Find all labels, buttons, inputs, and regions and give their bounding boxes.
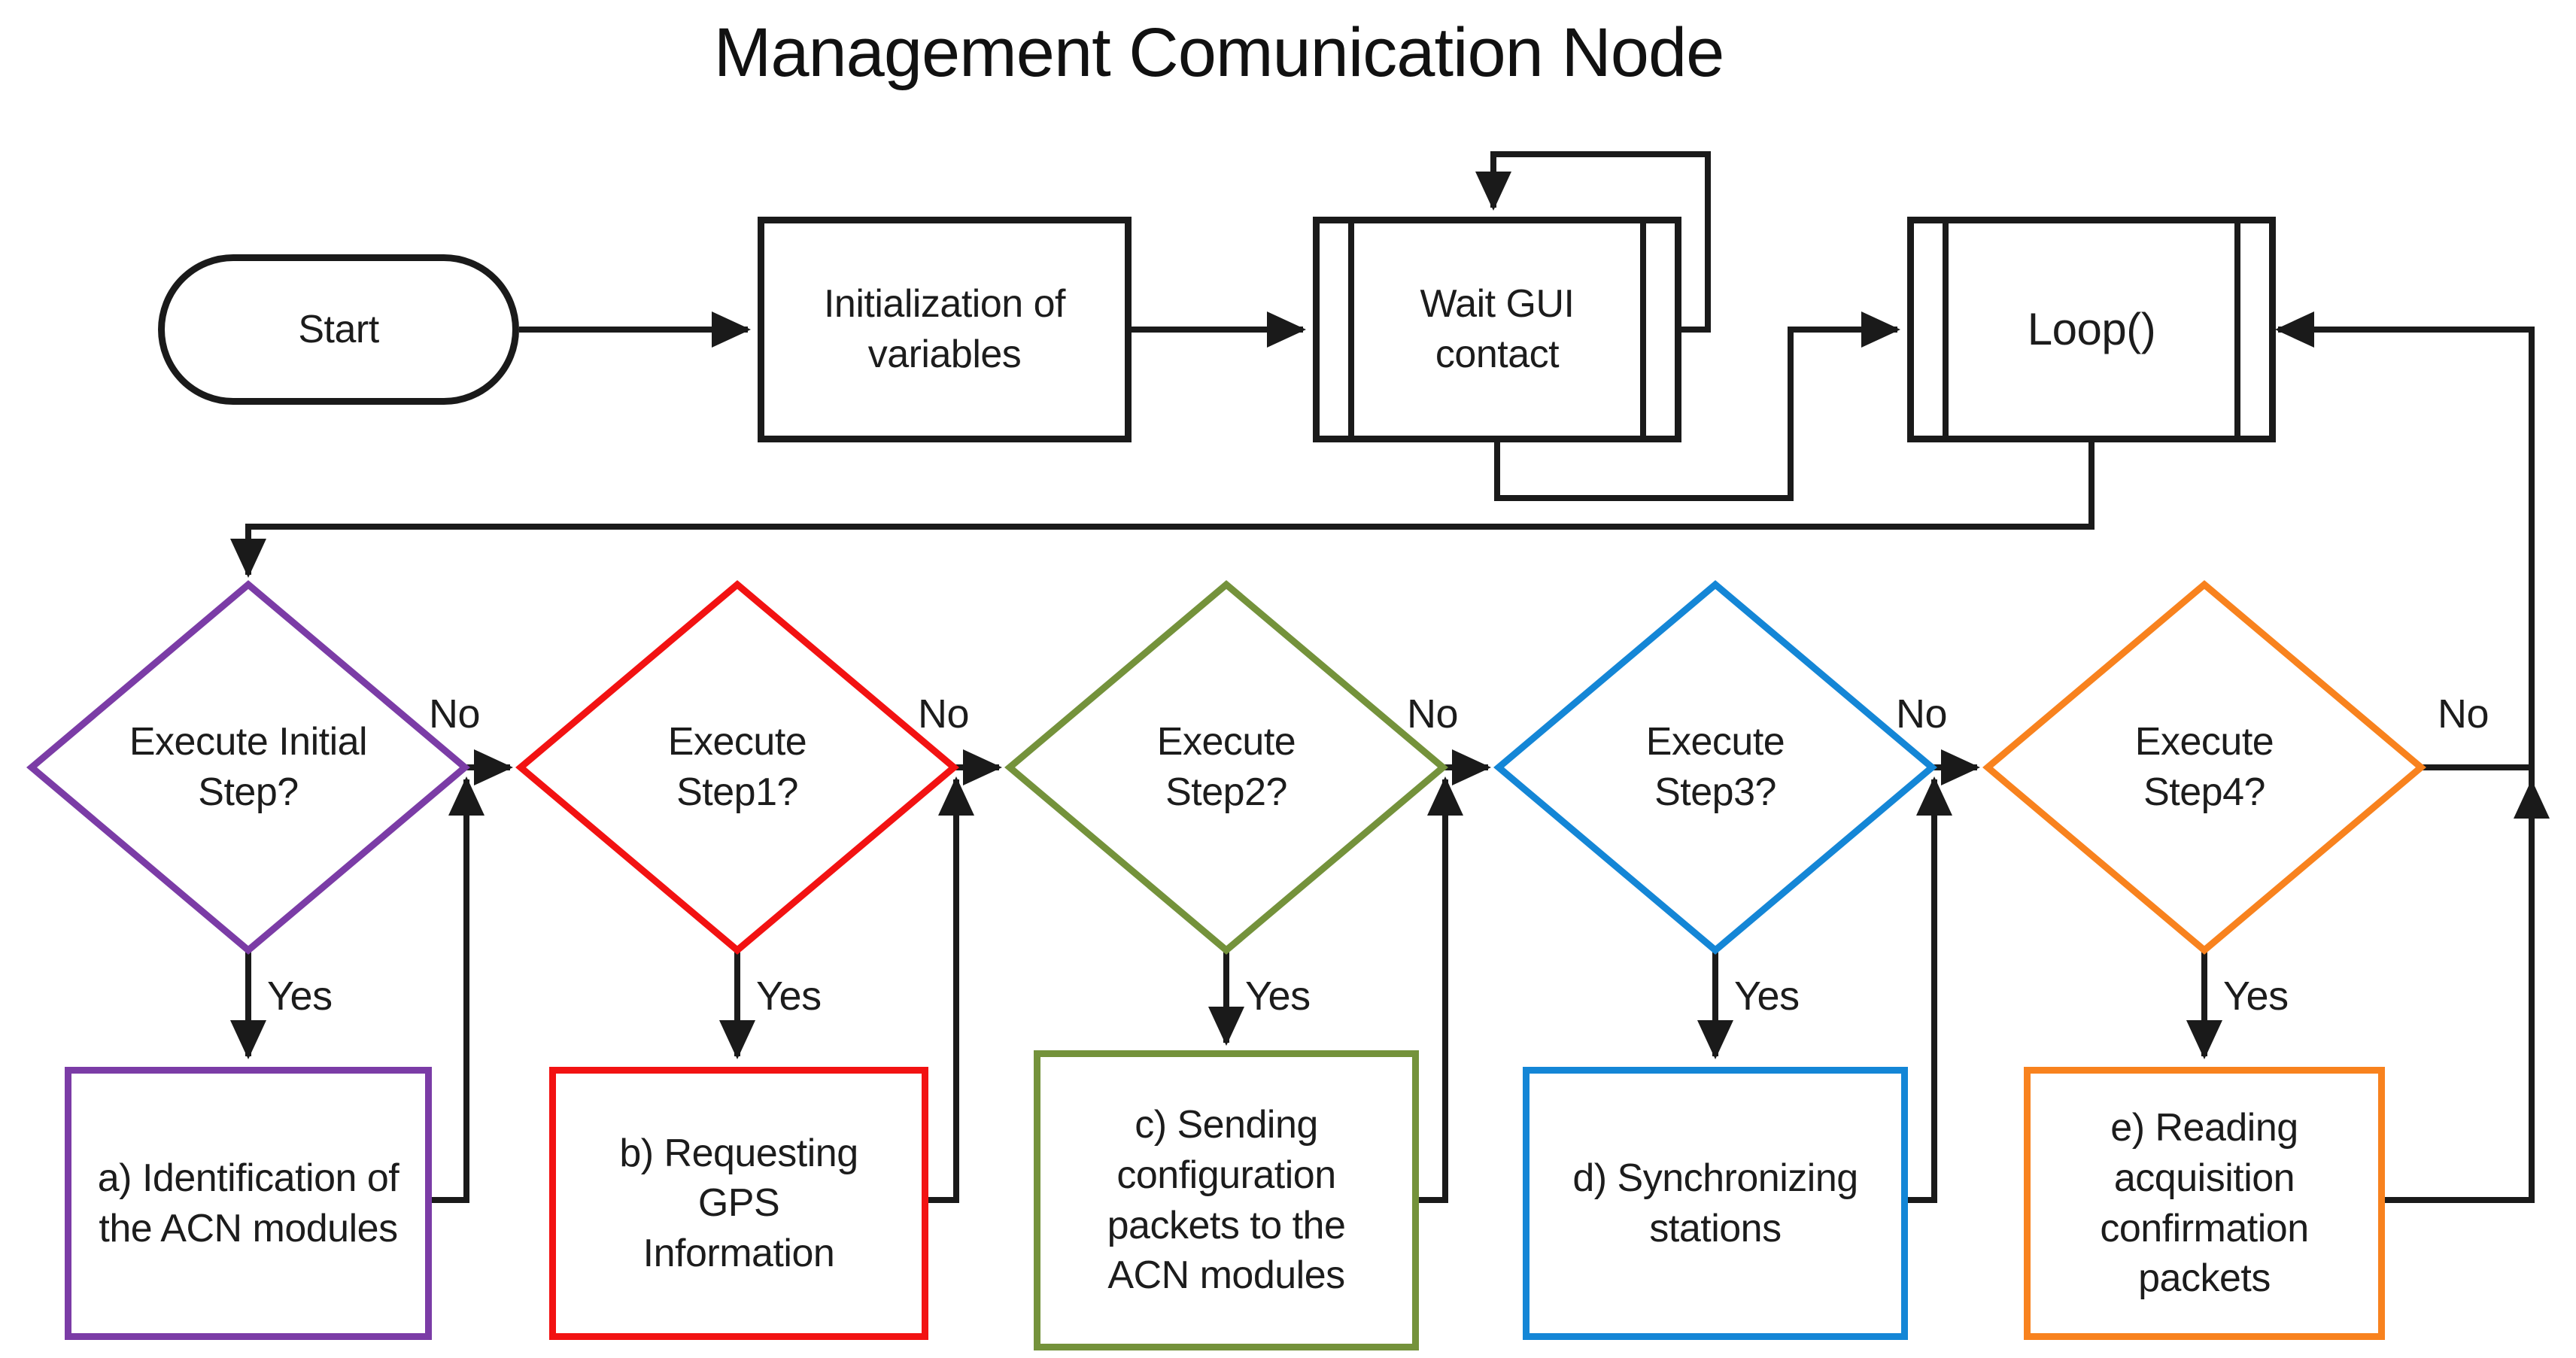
decision-step1-shape — [515, 580, 959, 955]
yes-label-step1: Yes — [756, 974, 822, 1019]
process-c-label: c) Sending configuration packets to the … — [1107, 1103, 1346, 1298]
diagram-title: Management Comunication Node — [713, 14, 1725, 91]
edge-return-a — [432, 776, 485, 1203]
no-label-step3: No — [1896, 691, 1948, 737]
decision-step3-label: Execute Step3? — [1645, 720, 1785, 814]
decision-step2-label: Execute Step2? — [1156, 720, 1296, 814]
wait-gui-contact-node: Wait GUI contact — [1313, 217, 1681, 442]
process-e-label: e) Reading acquisition confirmation pack… — [2100, 1106, 2309, 1301]
predefined-bar-icon — [1640, 223, 1646, 436]
no-label-initial: No — [429, 691, 481, 737]
edge-wait-to-loop — [1494, 311, 1900, 501]
yes-label-initial: Yes — [267, 974, 333, 1019]
process-e-reading-acquisition: e) Reading acquisition confirmation pack… — [2024, 1067, 2385, 1340]
decision-step3: Execute Step3? — [1499, 585, 1932, 950]
decision-initial-label: Execute Initial Step? — [129, 720, 368, 814]
decision-step2: Execute Step2? — [1010, 585, 1443, 950]
yes-label-step4: Yes — [2223, 974, 2289, 1019]
start-node: Start — [158, 254, 519, 405]
no-label-step4: No — [2438, 691, 2489, 737]
edge-return-d — [1908, 776, 1952, 1203]
process-b-requesting-gps: b) Requesting GPS Information — [549, 1067, 928, 1340]
edge-return-e-trunk-to-loop — [2275, 311, 2535, 1203]
init-variables-label: Initialization of variables — [823, 282, 1066, 376]
process-d-label: d) Synchronizing stations — [1572, 1156, 1858, 1250]
no-label-step2: No — [1407, 691, 1459, 737]
process-d-synchronizing: d) Synchronizing stations — [1523, 1067, 1908, 1340]
yes-label-step2: Yes — [1245, 974, 1311, 1019]
no-label-step1: No — [918, 691, 970, 737]
predefined-bar-icon — [2234, 223, 2240, 436]
decision-step2-shape — [1004, 580, 1448, 955]
yes-label-step3: Yes — [1734, 974, 1800, 1019]
decision-step4-shape — [1982, 580, 2426, 955]
decision-step3-shape — [1493, 580, 1937, 955]
wait-gui-contact-label: Wait GUI contact — [1420, 282, 1575, 376]
predefined-bar-icon — [1943, 223, 1949, 436]
edge-return-b — [928, 776, 974, 1203]
decision-step4-label: Execute Step4? — [2134, 720, 2274, 814]
process-c-sending-config: c) Sending configuration packets to the … — [1034, 1050, 1419, 1350]
decision-initial: Execute Initial Step? — [32, 585, 465, 950]
predefined-bar-icon — [1348, 223, 1354, 436]
decision-initial-shape — [26, 580, 470, 955]
process-b-label: b) Requesting GPS Information — [619, 1131, 858, 1275]
init-variables-node: Initialization of variables — [758, 217, 1132, 442]
edge-loop-to-decision-initial — [230, 442, 2095, 578]
decision-step4: Execute Step4? — [1988, 585, 2421, 950]
start-label: Start — [298, 307, 379, 351]
decision-step1: Execute Step1? — [521, 585, 954, 950]
process-a-identification: a) Identification of the ACN modules — [65, 1067, 432, 1340]
loop-label: Loop() — [2027, 303, 2156, 354]
edge-wait-self-loop — [1475, 151, 1711, 333]
decision-step1-label: Execute Step1? — [667, 720, 807, 814]
edge-return-c — [1419, 776, 1463, 1203]
loop-node: Loop() — [1907, 217, 2276, 442]
process-a-label: a) Identification of the ACN modules — [97, 1156, 399, 1250]
